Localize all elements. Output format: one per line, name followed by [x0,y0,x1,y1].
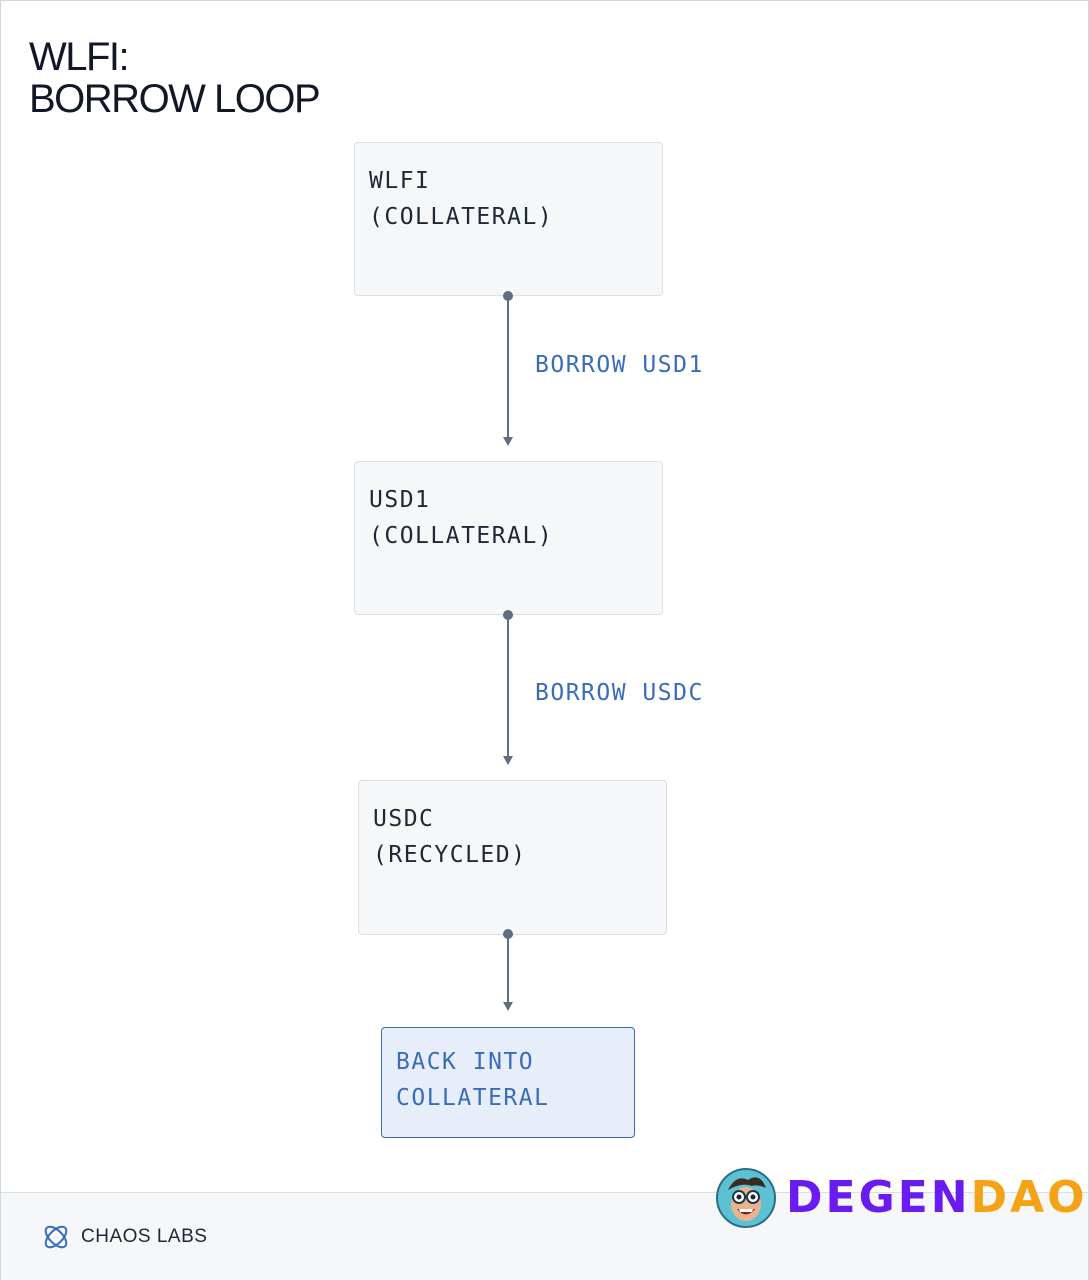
arrow-borrow-usd1 [501,291,515,446]
connector-line [507,615,509,756]
degen-avatar-icon [716,1168,776,1228]
edge-label-borrow-usdc: BORROW USDC [535,680,704,706]
footer-bar: CHAOS LABS [1,1192,1088,1280]
node-sublabel: (RECYCLED) [373,842,527,868]
arrowhead-icon [503,437,513,446]
edge-label-borrow-usd1: BORROW USD1 [535,352,704,378]
node-back-into-collateral: BACK INTO COLLATERAL [381,1027,635,1138]
node-label: USD1 [369,487,431,513]
brand-name: CHAOS LABS [81,1226,208,1247]
title-line-2: BORROW LOOP [29,77,321,121]
node-usd1-collateral: USD1 (COLLATERAL) [354,461,663,615]
arrowhead-icon [503,756,513,765]
arrowhead-icon [503,1002,513,1011]
title-line-1: WLFI: [29,35,130,79]
degendao-text-part2: DAO! [970,1172,1089,1223]
chaos-labs-brand: CHAOS LABS [41,1222,207,1252]
chaos-labs-logo-icon [44,1225,68,1249]
node-sublabel: (COLLATERAL) [369,204,554,230]
arrow-borrow-usdc [501,610,515,765]
degendao-text-part1: DEGEN [786,1172,971,1223]
node-usdc-recycled: USDC (RECYCLED) [358,780,667,935]
degendao-watermark: DEGENDAO! [716,1168,1089,1228]
node-wlfi-collateral: WLFI (COLLATERAL) [354,142,663,296]
degendao-wordmark: DEGENDAO! [786,1170,1089,1226]
node-sublabel: COLLATERAL [396,1085,550,1111]
node-sublabel: (COLLATERAL) [369,523,554,549]
diagram-title: WLFI: BORROW LOOP [29,35,321,121]
arrow-to-collateral [501,929,515,1014]
connector-line [507,296,509,437]
node-label: USDC [373,806,435,832]
node-label: WLFI [369,168,431,194]
connector-line [507,934,509,1002]
node-label: BACK INTO [396,1049,535,1075]
